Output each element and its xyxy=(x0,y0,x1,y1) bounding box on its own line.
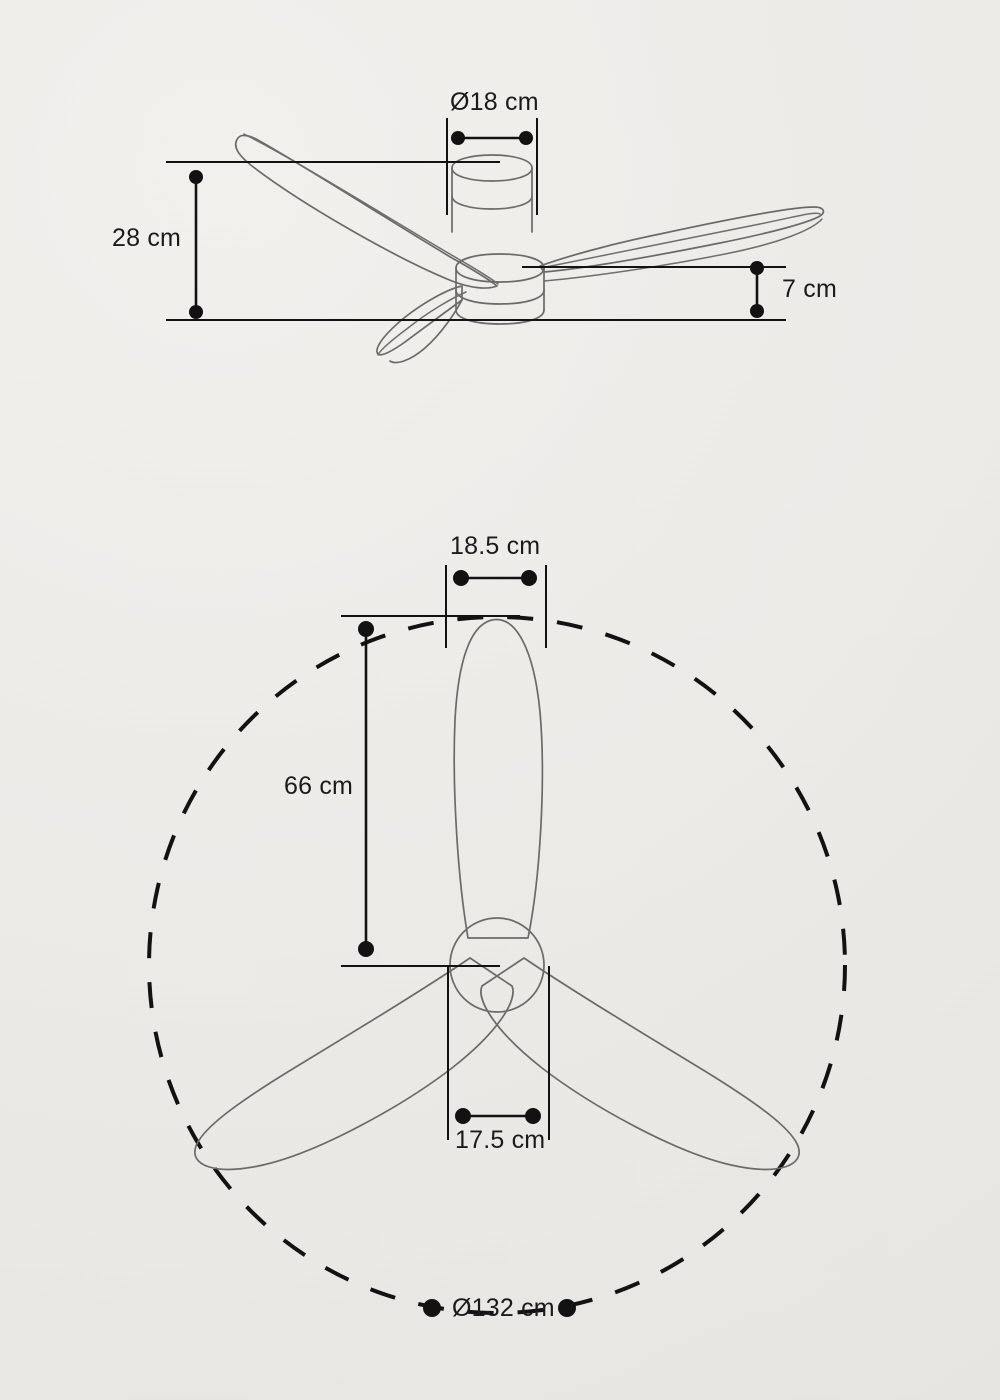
side-hub-body xyxy=(455,253,545,325)
blade-width-top-dot-left xyxy=(453,570,469,586)
sweep-diameter-dot-right xyxy=(558,1299,576,1317)
top-blade-up xyxy=(453,618,544,939)
blade-width-bottom-dot-left xyxy=(455,1108,471,1124)
blade-drop-dot-bottom xyxy=(750,304,764,318)
top-blade-lower-right xyxy=(480,957,800,1171)
hub-diameter-label: Ø18 cm xyxy=(450,88,539,116)
sweep-diameter-circle xyxy=(147,615,847,1315)
sweep-diameter-label: Ø132 cm xyxy=(452,1294,555,1322)
total-height-dot-top xyxy=(189,170,203,184)
total-height-dot-bottom xyxy=(189,305,203,319)
blade-length-dot-bottom xyxy=(358,941,374,957)
side-blade-right xyxy=(539,206,825,282)
side-blade-lower-left xyxy=(376,285,467,364)
blade-length-label: 66 cm xyxy=(284,772,354,800)
sweep-diameter-dot-left xyxy=(423,1299,441,1317)
blade-width-top-label: 18.5 cm xyxy=(450,532,541,560)
blade-width-bottom-dot-right xyxy=(525,1108,541,1124)
blade-drop-label: 7 cm xyxy=(782,275,837,303)
blade-drop-dot-top xyxy=(750,261,764,275)
blade-length-dot-top xyxy=(358,621,374,637)
top-blade-lower-left xyxy=(194,957,514,1171)
blade-width-bottom-label: 17.5 cm xyxy=(455,1126,546,1154)
total-height-label: 28 cm xyxy=(112,224,182,252)
hub-diameter-dot-right xyxy=(519,131,533,145)
hub-diameter-dot-left xyxy=(451,131,465,145)
side-blade-upper-left xyxy=(234,133,499,289)
blade-width-top-dot-right xyxy=(521,570,537,586)
